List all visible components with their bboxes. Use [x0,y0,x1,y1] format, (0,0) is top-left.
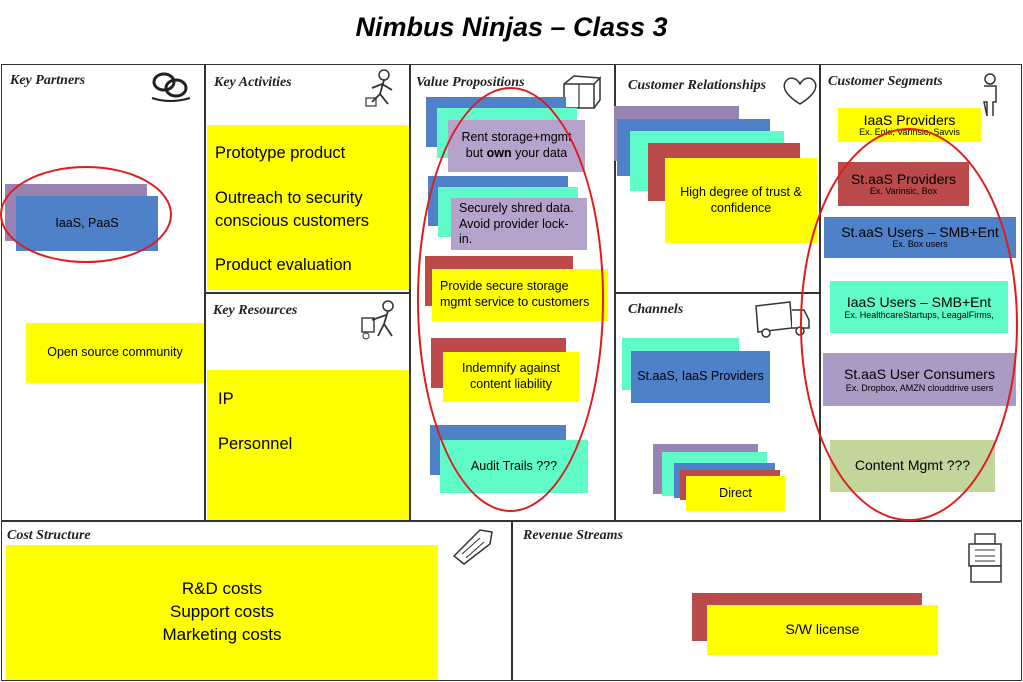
highlight-oval [800,128,1018,521]
highlight-oval [0,166,172,263]
activity-prototype: Prototype product [215,144,346,162]
cost-structure-header: Cost Structure [7,528,91,543]
customer-relationships-header: Customer Relationships [628,78,767,93]
highlight-oval [417,87,604,512]
sw-license-note: S/W license [707,605,938,655]
worker-with-cart-icon [361,300,394,340]
price-tag-icon [452,529,493,565]
gift-box-icon [563,75,602,109]
value-propositions-header: Value Propositions [416,75,525,90]
segment-title: IaaS Providers [863,111,956,128]
cash-register-icon [968,533,1002,583]
page-title: Nimbus Ninjas – Class 3 [355,12,668,42]
activity-evaluation: Product evaluation [215,256,352,275]
key-resources-header: Key Resources [213,303,298,318]
direct-channel-note: Direct [686,476,785,511]
resource-personnel: Personnel [218,435,293,454]
channels-header: Channels [628,302,684,317]
activity-outreach: Outreach to security conscious customers [215,188,370,230]
revenue-streams-header: Revenue Streams [523,528,623,543]
key-activities-note: Prototype product Outreach to security c… [207,125,409,290]
resource-ip: IP [218,390,234,408]
key-partners-header: Key Partners [10,73,86,88]
key-partners-section [1,64,205,521]
person-icon [983,73,997,117]
trust-confidence-note: High degree of trust & confidence [665,158,817,243]
open-source-community-note: Open source community [26,323,204,383]
chain-links-icon [151,72,191,102]
heart-icon [783,77,817,105]
key-resources-note: IP Personnel [207,370,409,520]
customer-segments-header: Customer Segments [828,74,943,89]
costs-note: R&D costs Support costs Marketing costs [6,545,438,680]
key-activities-header: Key Activities [214,75,292,90]
channel-providers-note: St.aaS, IaaS Providers [631,351,770,403]
worker-icon [365,69,393,107]
